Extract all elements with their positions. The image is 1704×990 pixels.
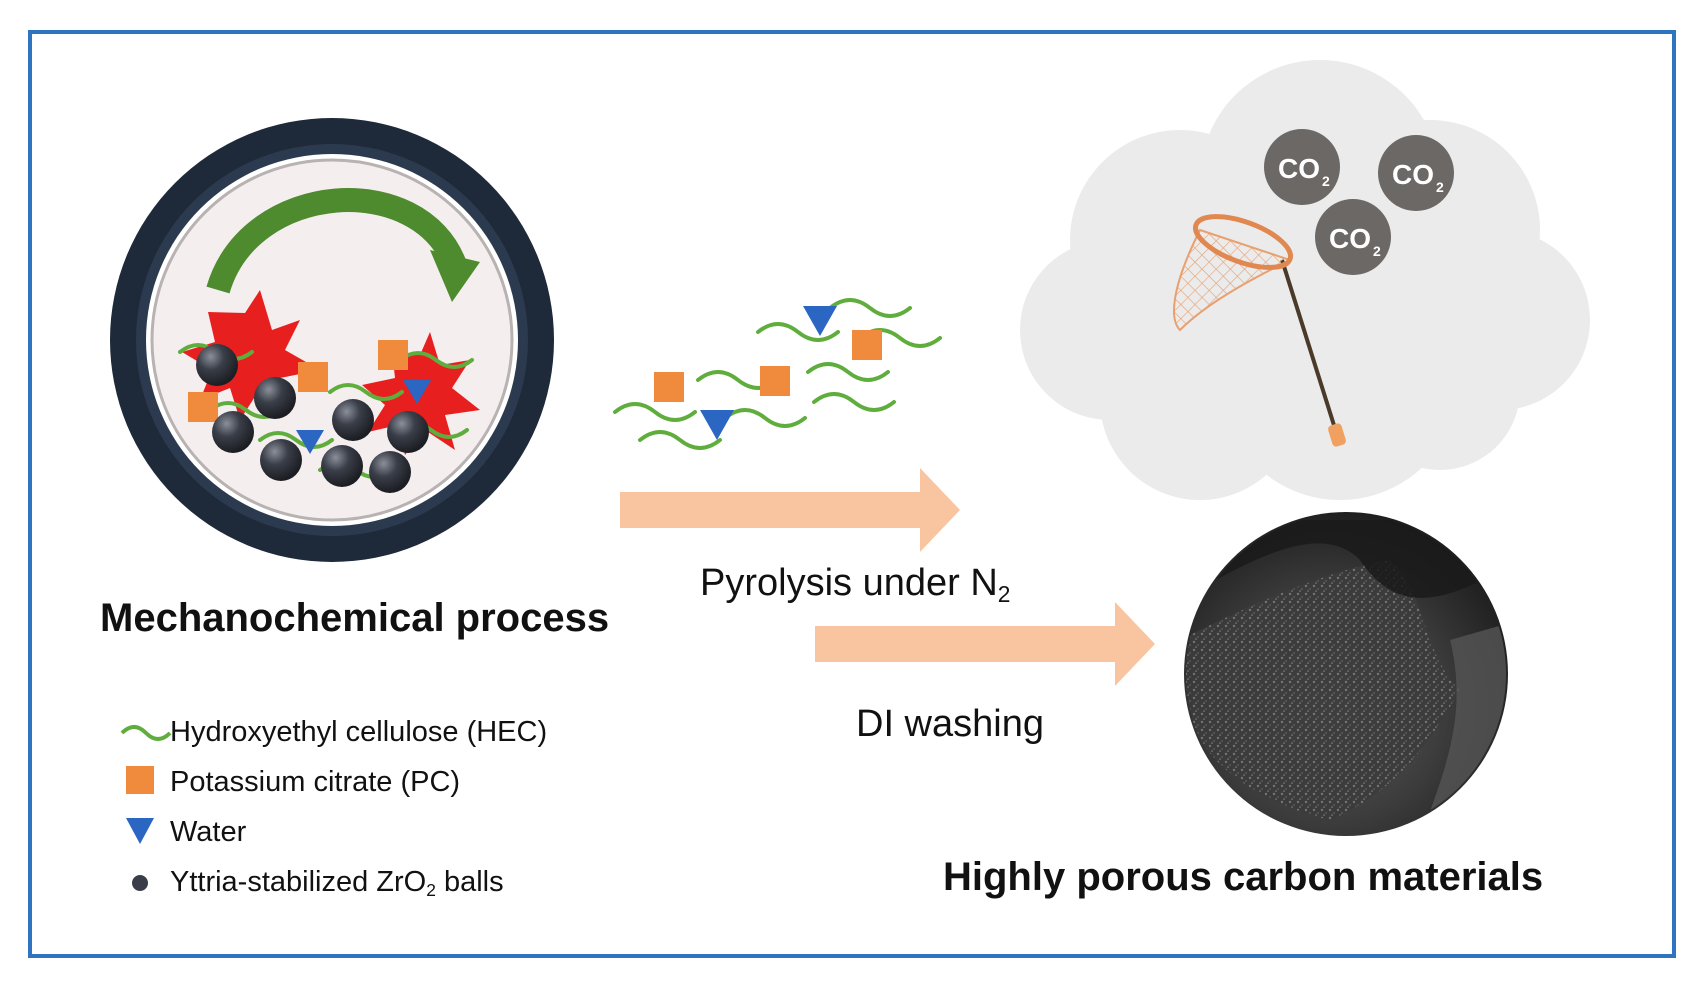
legend-hec-label: Hydroxyethyl cellulose (HEC) bbox=[170, 716, 548, 748]
legend-water-label: Water bbox=[170, 816, 247, 848]
pc-squares bbox=[188, 340, 408, 422]
legend-pc-label: Potassium citrate (PC) bbox=[170, 766, 461, 798]
co2-subscript: 2 bbox=[1436, 179, 1444, 195]
pyrolysis-subscript: 2 bbox=[997, 580, 1011, 607]
mechanochemical-label: Mechanochemical process bbox=[100, 596, 610, 640]
pyrolysis-text: Pyrolysis under N bbox=[700, 562, 998, 604]
washing-arrow-icon bbox=[815, 602, 1155, 686]
legend-balls-suffix: balls bbox=[435, 866, 504, 898]
co2-bubble: CO 2 bbox=[1315, 199, 1391, 275]
legend-icons bbox=[120, 725, 172, 891]
tem-image bbox=[1184, 512, 1508, 836]
co2-capture-cloud bbox=[1020, 60, 1590, 500]
washing-label: DI washing bbox=[856, 703, 1044, 745]
pyrolysis-label: Pyrolysis under N2 bbox=[700, 562, 1010, 608]
mixture-water-triangles bbox=[700, 306, 837, 440]
hec-legend-icon bbox=[120, 725, 172, 741]
water-triangles bbox=[296, 380, 431, 454]
pyrolysis-arrow-icon bbox=[620, 468, 960, 552]
legend-balls-text: Yttria-stabilized ZrO bbox=[170, 866, 427, 898]
zro2-balls bbox=[196, 344, 429, 493]
legend-balls-subscript: 2 bbox=[426, 880, 436, 901]
legend-balls-label: Yttria-stabilized ZrO2 balls bbox=[170, 866, 504, 901]
co2-label: CO bbox=[1278, 153, 1320, 184]
co2-subscript: 2 bbox=[1373, 243, 1381, 259]
pc-legend-icon bbox=[126, 766, 154, 794]
product-label: Highly porous carbon materials bbox=[943, 855, 1544, 899]
co2-bubble: CO 2 bbox=[1264, 129, 1340, 205]
co2-label: CO bbox=[1329, 223, 1371, 254]
capture-net-icon bbox=[1173, 214, 1346, 447]
ball-legend-icon bbox=[132, 875, 148, 891]
co2-subscript: 2 bbox=[1322, 173, 1330, 189]
ball-mill-jar bbox=[110, 118, 554, 562]
co2-bubble: CO 2 bbox=[1378, 135, 1454, 211]
water-legend-icon bbox=[126, 818, 154, 844]
mixture-pc-squares bbox=[654, 330, 882, 402]
rotation-arrow-icon bbox=[206, 188, 480, 302]
co2-label: CO bbox=[1392, 159, 1434, 190]
mixture-hec-chains bbox=[613, 298, 942, 450]
